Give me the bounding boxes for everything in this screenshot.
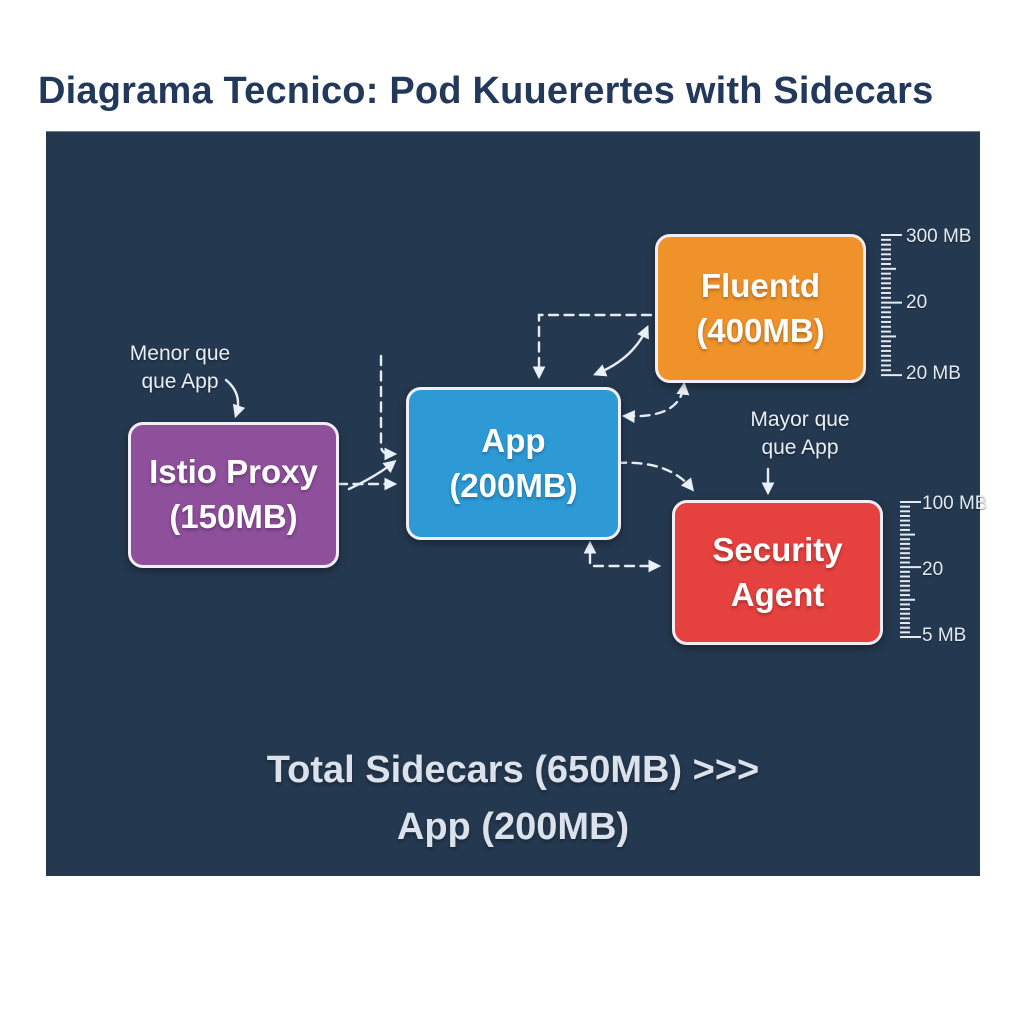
ruler-fluentd-label-top: 300 MB [906, 226, 972, 247]
annotation-menor-que: Menor que que App [100, 340, 260, 395]
annotation-menor-line2: que App [141, 369, 219, 393]
node-istio-proxy: Istio Proxy (150MB) [128, 422, 339, 568]
node-fluentd: Fluentd (400MB) [655, 234, 866, 383]
annotation-mayor-line1: Mayor que [750, 408, 850, 431]
memory-ruler-fluentd [881, 234, 902, 377]
node-app-label: App [481, 421, 546, 459]
node-istio-size: (150MB) [169, 498, 298, 535]
arrow-dashed-top-to-app-left [379, 354, 398, 461]
ruler-security-label-top: 100 MB [922, 493, 988, 514]
ruler-security-label-mid: 20 [922, 559, 944, 580]
node-istio-label: Istio Proxy [149, 453, 318, 491]
node-app: App (200MB) [406, 387, 621, 540]
diagram-title: Diagrama Tecnico: Pod Kuuerertes with Si… [38, 70, 934, 112]
memory-ruler-security [900, 501, 921, 638]
arrow-fluentd-elbow-to-app-top [532, 313, 653, 380]
arrow-menor-to-istio [224, 378, 246, 419]
diagram-panel: Istio Proxy (150MB) App (200MB) Fluentd … [46, 131, 987, 876]
ruler-fluentd-label-bottom: 20 MB [906, 363, 961, 384]
ruler-fluentd-label-mid: 20 [906, 292, 928, 313]
arrow-app-to-security-curve [615, 461, 695, 492]
summary-text: Total Sidecars (650MB) >>> App (200MB) [46, 742, 980, 856]
node-security-label: Security [712, 530, 843, 568]
arrow-fluentd-app-dashed-curve [621, 381, 690, 423]
arrow-istio-to-app-curve [347, 459, 397, 491]
ruler-security-label-bottom: 5 MB [922, 625, 967, 646]
annotation-menor-line1: Menor que [129, 342, 231, 365]
node-fluentd-size: (400MB) [696, 311, 825, 349]
annotation-mayor-que: Mayor que que App [715, 406, 885, 461]
node-app-size: (200MB) [449, 466, 578, 504]
summary-line2: App (200MB) [396, 806, 630, 848]
node-fluentd-label: Fluentd [700, 266, 821, 304]
summary-line1: Total Sidecars (650MB) >>> [266, 749, 760, 791]
node-security-size: Agent [730, 575, 825, 613]
arrow-app-fluentd-solid-curve [592, 325, 649, 377]
annotation-mayor-line2: que App [761, 435, 839, 459]
node-security-agent: Security Agent [672, 500, 883, 645]
connector-layer [224, 234, 921, 638]
